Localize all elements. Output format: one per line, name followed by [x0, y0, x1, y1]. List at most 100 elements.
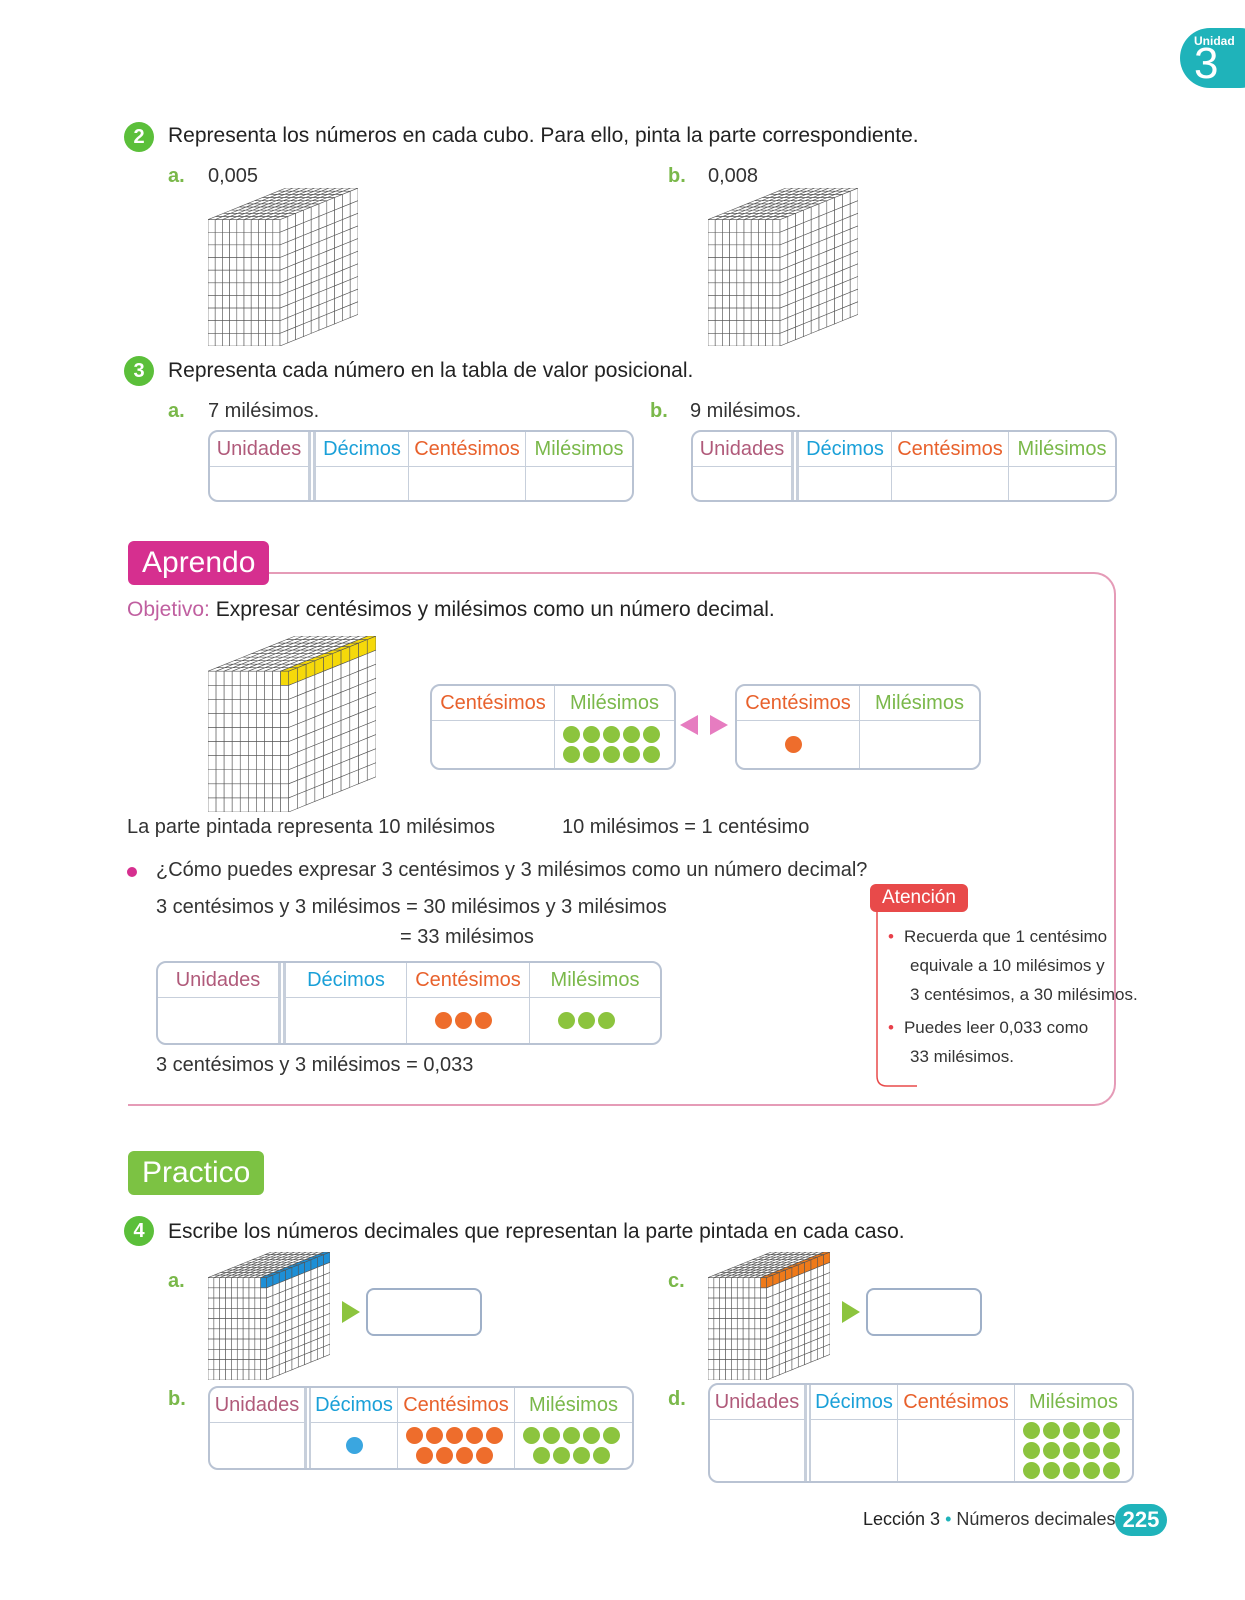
cube-cell — [849, 212, 858, 230]
cube-cell — [208, 1328, 215, 1340]
cube-cell — [725, 1328, 732, 1340]
cube-cell — [366, 706, 376, 725]
answer-box-q4-c[interactable] — [866, 1288, 982, 1336]
cube-cell — [803, 320, 812, 337]
cube-cell — [349, 200, 358, 217]
cube-cell — [208, 797, 217, 812]
cube-cell — [748, 1318, 756, 1330]
cube-q2-b[interactable] — [708, 188, 858, 346]
cube-cell — [714, 231, 723, 246]
counter-dot — [602, 726, 620, 743]
cube-cell — [248, 713, 257, 728]
cube-cell — [294, 636, 312, 640]
cell-milesimos[interactable] — [526, 467, 632, 500]
cell-decimos[interactable] — [799, 467, 891, 500]
cube-cell — [342, 188, 358, 192]
cube-cell — [231, 1277, 238, 1289]
cube-cell — [714, 219, 723, 233]
cube-cell — [239, 684, 249, 700]
cube-cell — [708, 1297, 715, 1309]
cube-cell — [714, 320, 723, 334]
answer-box-q4-a[interactable] — [366, 1288, 482, 1336]
header-decimos: Décimos — [811, 1385, 897, 1420]
cube-cell — [725, 1287, 732, 1299]
cell-unidades[interactable] — [210, 467, 308, 500]
question-4-number: 4 — [124, 1216, 154, 1246]
cube-cell — [231, 1328, 238, 1340]
cube-cell — [288, 1252, 301, 1255]
cube-cell — [254, 1348, 262, 1360]
cube-cell — [236, 257, 245, 271]
cell-decimos[interactable] — [316, 467, 408, 500]
cube-cell — [326, 636, 344, 640]
cube-cell — [215, 670, 225, 686]
cube-cell — [248, 1297, 256, 1309]
header-unidades: Unidades — [693, 432, 791, 467]
cube-cell — [729, 219, 738, 233]
cube-cell — [799, 188, 815, 192]
question-3-number: 3 — [124, 356, 154, 386]
painted-cell — [280, 670, 289, 686]
counter-dot — [592, 1447, 610, 1464]
counter-dot — [562, 726, 580, 743]
cube-cell — [219, 1297, 226, 1309]
cube-cell — [754, 1277, 762, 1289]
header-centesimos: Centésimos — [409, 432, 525, 467]
cube-q2-a[interactable] — [208, 188, 358, 346]
cell-centesimos — [407, 998, 519, 1043]
cube-cell — [366, 663, 376, 683]
cube-cell — [215, 684, 225, 700]
cube-cell — [823, 1333, 830, 1348]
cell-milesimos — [1015, 1420, 1127, 1481]
counter-dot — [542, 1427, 560, 1444]
cell-milesimos[interactable] — [1009, 467, 1115, 500]
cube-cell — [258, 320, 266, 334]
cube-cell — [725, 1297, 732, 1309]
cube-cell — [208, 1338, 215, 1350]
cube-cell — [265, 307, 274, 322]
cube-cell — [242, 1348, 250, 1360]
counter-dot — [522, 1427, 540, 1444]
q2-b-letter: b. — [668, 165, 686, 187]
question-2-text: Representa los números en cada cubo. Par… — [168, 124, 919, 147]
cube-cell — [208, 231, 216, 246]
cell-unidades[interactable] — [693, 467, 791, 500]
cube-cell — [248, 1277, 256, 1289]
cube-cell — [248, 670, 257, 686]
counter-dot — [1062, 1442, 1080, 1459]
cube-cell — [231, 670, 241, 686]
cube-cell — [736, 257, 745, 271]
cube-cell — [349, 225, 358, 243]
cube-cell — [760, 1369, 767, 1380]
cube-cell — [208, 1308, 215, 1319]
q2-a-value: 0,005 — [208, 165, 259, 187]
cube-cell — [754, 1369, 762, 1380]
counter-dot — [582, 726, 600, 743]
cube-cell — [236, 1308, 244, 1319]
cube-cell — [729, 320, 738, 334]
cell-centesimos[interactable] — [409, 467, 525, 500]
q3-b-value: 9 milésimos. — [690, 400, 802, 422]
cube-cell — [719, 1369, 726, 1380]
cube-cell — [229, 219, 238, 233]
objective-label: Objetivo: — [127, 598, 210, 621]
cube-cell — [214, 307, 223, 322]
atencion-item-2: •Puedes leer 0,033 como 33 milésimos. — [888, 1013, 1138, 1071]
cube-cell — [270, 1252, 284, 1255]
cube-cell — [239, 741, 249, 756]
cube-cell — [208, 755, 217, 771]
cube-cell — [291, 1356, 299, 1371]
cube-cell — [772, 282, 781, 296]
counter-dot — [1102, 1422, 1120, 1439]
cube-cell — [229, 320, 238, 334]
cube-cell — [254, 1277, 262, 1289]
cube-cell — [250, 244, 259, 258]
cube-cell — [708, 320, 716, 334]
cube-cell — [215, 741, 225, 756]
footer: Lección 3 • Números decimales — [863, 1509, 1115, 1530]
cube-cell — [215, 797, 225, 812]
cell-centesimos[interactable] — [892, 467, 1008, 500]
cube-cell — [280, 769, 289, 785]
counter-dot — [597, 1012, 615, 1029]
q3-a-value: 7 milésimos. — [208, 400, 320, 422]
